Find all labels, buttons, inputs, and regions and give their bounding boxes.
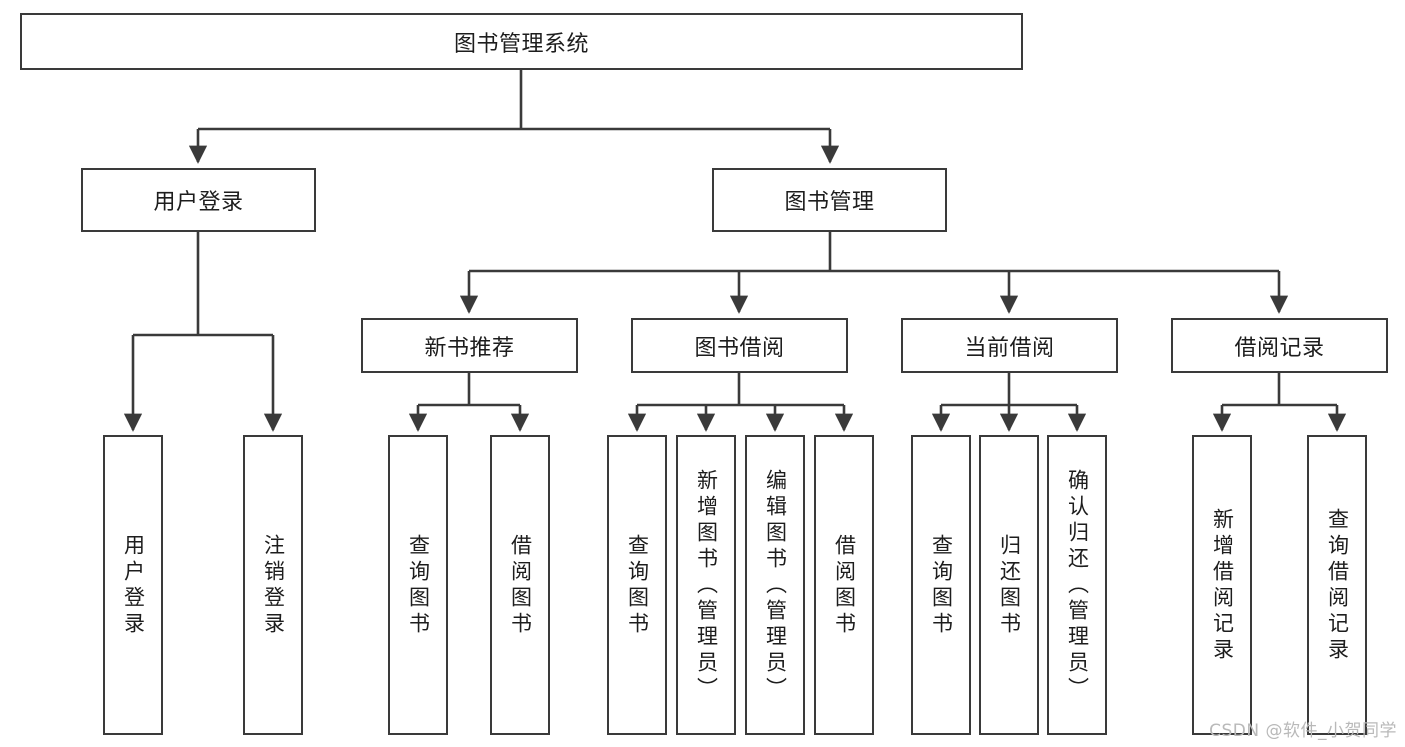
node-leaf-user-login[interactable]: 用户登录 — [103, 435, 163, 735]
watermark: CSDN @软件_小贺同学 — [1209, 721, 1397, 741]
node-leaf-confirm-return[interactable]: 确认归还（管理员） — [1047, 435, 1107, 735]
node-book-management[interactable]: 图书管理 — [712, 168, 947, 232]
node-book-borrow-label: 图书借阅 — [694, 335, 785, 361]
node-current-borrow-label: 当前借阅 — [964, 335, 1055, 361]
node-leaf-borrow-book-2[interactable]: 借阅图书 — [814, 435, 874, 735]
node-leaf-confirm-return-label: 确认归还（管理员） — [1065, 469, 1090, 703]
node-leaf-query-book-2[interactable]: 查询图书 — [607, 435, 667, 735]
node-leaf-query-record-label: 查询借阅记录 — [1325, 508, 1350, 664]
node-new-book-recommend[interactable]: 新书推荐 — [361, 318, 578, 373]
node-leaf-query-book-3[interactable]: 查询图书 — [911, 435, 971, 735]
node-book-management-label: 图书管理 — [784, 190, 875, 215]
node-leaf-add-book-label: 新增图书（管理员） — [694, 469, 719, 703]
node-user-login[interactable]: 用户登录 — [81, 168, 316, 232]
node-leaf-borrow-book-1-label: 借阅图书 — [508, 534, 533, 638]
node-leaf-query-record[interactable]: 查询借阅记录 — [1307, 435, 1367, 735]
node-book-borrow[interactable]: 图书借阅 — [631, 318, 848, 373]
node-leaf-query-book-1[interactable]: 查询图书 — [388, 435, 448, 735]
node-borrow-record-label: 借阅记录 — [1234, 335, 1325, 361]
node-leaf-add-book[interactable]: 新增图书（管理员） — [676, 435, 736, 735]
node-leaf-edit-book[interactable]: 编辑图书（管理员） — [745, 435, 805, 735]
node-leaf-edit-book-label: 编辑图书（管理员） — [763, 469, 788, 703]
node-root[interactable]: 图书管理系统 — [20, 13, 1023, 70]
node-leaf-return-book[interactable]: 归还图书 — [979, 435, 1039, 735]
node-leaf-query-book-2-label: 查询图书 — [625, 534, 650, 638]
node-leaf-borrow-book-1[interactable]: 借阅图书 — [490, 435, 550, 735]
node-leaf-add-record-label: 新增借阅记录 — [1210, 508, 1235, 664]
node-leaf-logout[interactable]: 注销登录 — [243, 435, 303, 735]
node-user-login-label: 用户登录 — [153, 190, 244, 215]
node-leaf-add-record[interactable]: 新增借阅记录 — [1192, 435, 1252, 735]
node-borrow-record[interactable]: 借阅记录 — [1171, 318, 1388, 373]
node-leaf-logout-label: 注销登录 — [261, 534, 286, 638]
node-root-label: 图书管理系统 — [453, 31, 589, 57]
node-current-borrow[interactable]: 当前借阅 — [901, 318, 1118, 373]
node-leaf-query-book-1-label: 查询图书 — [406, 534, 431, 638]
node-leaf-borrow-book-2-label: 借阅图书 — [832, 534, 857, 638]
node-leaf-query-book-3-label: 查询图书 — [929, 534, 954, 638]
node-new-book-recommend-label: 新书推荐 — [424, 335, 515, 361]
node-leaf-return-book-label: 归还图书 — [997, 534, 1022, 638]
node-leaf-user-login-label: 用户登录 — [121, 534, 146, 638]
